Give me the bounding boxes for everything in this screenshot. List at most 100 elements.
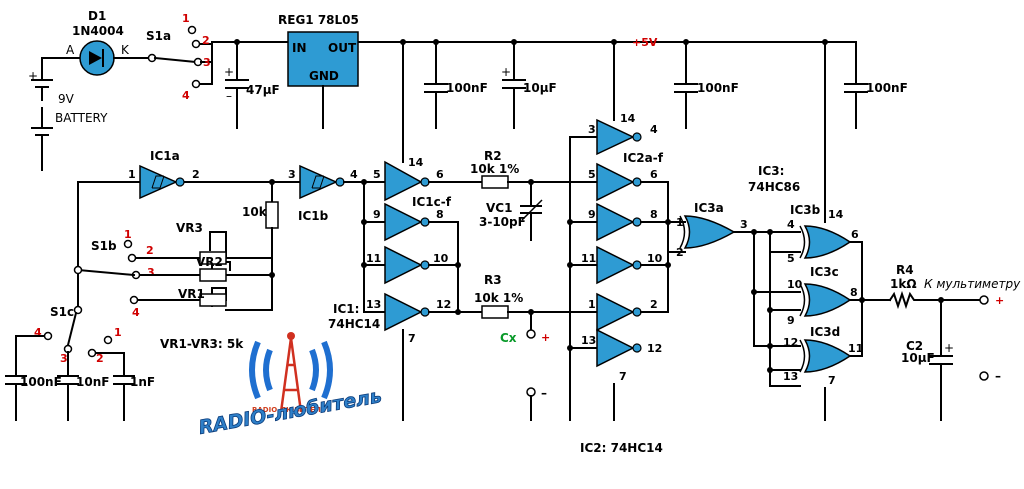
svg-text:13: 13 <box>783 370 798 383</box>
svg-text:R4: R4 <box>896 263 914 277</box>
switch-s1b: S1b 1 2 3 4 VR3 VR2 VR1 VR1-VR3: 5k <box>73 221 275 351</box>
battery-voltage: 9V <box>58 92 75 106</box>
svg-text:2: 2 <box>650 298 658 311</box>
svg-text:+: + <box>944 341 954 355</box>
svg-text:12: 12 <box>436 298 451 311</box>
cx-label: Cx <box>500 331 517 345</box>
svg-text:10µF: 10µF <box>523 81 557 95</box>
svg-text:VC1: VC1 <box>486 201 512 215</box>
svg-text:100nF: 100nF <box>697 81 739 95</box>
svg-text:4: 4 <box>132 306 140 319</box>
battery: + 9V BATTERY <box>28 57 108 171</box>
ic3c-label: IC3c <box>810 265 839 279</box>
ic1cf-block: 5 9 11 13 14 6 8 10 12 7 IC1c-f IC1: 74H… <box>328 41 483 421</box>
svg-text:1: 1 <box>676 216 684 229</box>
switch-s1c: S1c 4 3 2 1 100nF 10nF 1nF <box>5 273 155 421</box>
ic3-part: 74HC86 <box>748 180 800 194</box>
svg-text:100nF: 100nF <box>446 81 488 95</box>
cap-47u: + – 47µF <box>224 41 280 129</box>
svg-text:100nF: 100nF <box>20 375 62 389</box>
svg-text:9: 9 <box>588 208 596 221</box>
svg-text:R2: R2 <box>484 149 502 163</box>
logo-small-text: RADIO-ЛЮБИТЕЛЬ <box>252 406 326 414</box>
ic2af-label: IC2a-f <box>623 151 664 165</box>
svg-text:R3: R3 <box>484 273 502 287</box>
svg-text:2: 2 <box>146 244 154 257</box>
ic1b-gate: 3 4 IC1b <box>288 164 386 223</box>
cap-47u-label: 47µF <box>246 83 280 97</box>
svg-text:7: 7 <box>408 332 416 345</box>
resistor-r2: R2 10k 1% <box>470 149 589 189</box>
ic3d-label: IC3d <box>810 325 840 339</box>
output-plus: + <box>995 294 1004 307</box>
cap-10u: + 10µF <box>501 41 557 129</box>
ic1a-gate: IC1a 1 2 <box>77 149 301 311</box>
ic3bcd-gates: IC3b IC3c IC3d 4 5 10 9 12 13 14 6 8 11 … <box>767 41 891 421</box>
output-minus: – <box>995 369 1001 383</box>
svg-text:6: 6 <box>851 228 859 241</box>
svg-text:13: 13 <box>366 298 381 311</box>
svg-text:–: – <box>226 89 232 103</box>
svg-text:14: 14 <box>620 112 636 125</box>
svg-text:1: 1 <box>114 326 122 339</box>
svg-text:13: 13 <box>581 334 596 347</box>
cx-plus: + <box>541 331 550 344</box>
supply-label: +5V <box>632 36 658 49</box>
ic1a-label: IC1a <box>150 149 180 163</box>
cx-minus: – <box>541 386 547 400</box>
svg-text:1nF: 1nF <box>130 375 155 389</box>
svg-text:12: 12 <box>647 342 662 355</box>
regulator-out: OUT <box>328 41 357 55</box>
s1a-label: S1a <box>146 29 171 43</box>
svg-text:+: + <box>224 65 234 79</box>
svg-text:6: 6 <box>436 168 444 181</box>
svg-text:8: 8 <box>850 286 858 299</box>
pots-note: VR1-VR3: 5k <box>160 337 244 351</box>
battery-label: BATTERY <box>55 111 108 125</box>
svg-text:10k 1%: 10k 1% <box>474 291 523 305</box>
vr1-label: VR1 <box>178 287 205 301</box>
svg-text:3: 3 <box>147 266 155 279</box>
cap-100n-c: 100nF <box>844 41 908 129</box>
svg-text:14: 14 <box>828 208 844 221</box>
ic2af-block: 3 14 4 5 9 11 1 13 6 8 10 2 12 7 IC2a-f … <box>567 41 686 455</box>
svg-text:3: 3 <box>288 168 296 181</box>
svg-text:10: 10 <box>647 252 663 265</box>
diode-anode: A <box>66 43 75 57</box>
resistor-r3: R3 10k 1% Cx + – <box>474 273 589 421</box>
ic2-note: IC2: 74HC14 <box>580 441 663 455</box>
svg-text:C2: C2 <box>906 339 923 353</box>
svg-text:4: 4 <box>182 89 190 102</box>
ic3-ref: IC3: <box>758 164 784 178</box>
ic1b-label: IC1b <box>298 209 329 223</box>
ic3a-gate: 1 2 3 IC3a IC3: 74HC86 <box>676 164 801 387</box>
svg-text:2: 2 <box>202 34 210 47</box>
svg-text:10µF: 10µF <box>901 351 935 365</box>
ic1-part: 74HC14 <box>328 317 380 331</box>
diode-part: 1N4004 <box>72 24 124 38</box>
svg-text:12: 12 <box>783 336 798 349</box>
svg-text:11: 11 <box>581 252 596 265</box>
svg-text:1: 1 <box>128 168 136 181</box>
logo-main-text: RADIO-любитель <box>197 385 383 439</box>
vr2-label: VR2 <box>196 255 223 269</box>
svg-text:+: + <box>28 69 38 83</box>
svg-text:3-10pF: 3-10pF <box>479 215 526 229</box>
s1c-label: S1c <box>50 305 74 319</box>
svg-text:11: 11 <box>366 252 381 265</box>
svg-text:5: 5 <box>787 252 795 265</box>
resistor-10k-fb: 10k <box>242 201 279 229</box>
power-rail: +5V <box>211 36 857 49</box>
svg-text:2: 2 <box>192 168 200 181</box>
svg-text:4: 4 <box>34 326 42 339</box>
svg-text:7: 7 <box>828 374 836 387</box>
svg-text:100nF: 100nF <box>866 81 908 95</box>
diode-d1: D1 1N4004 A K <box>66 9 149 76</box>
svg-text:1: 1 <box>124 228 132 241</box>
output-label: К мультиметру <box>924 277 1021 291</box>
svg-text:4: 4 <box>787 218 795 231</box>
svg-text:9: 9 <box>787 314 795 327</box>
switch-s1a: S1a 1 2 3 4 <box>146 12 213 102</box>
svg-text:4: 4 <box>350 168 358 181</box>
